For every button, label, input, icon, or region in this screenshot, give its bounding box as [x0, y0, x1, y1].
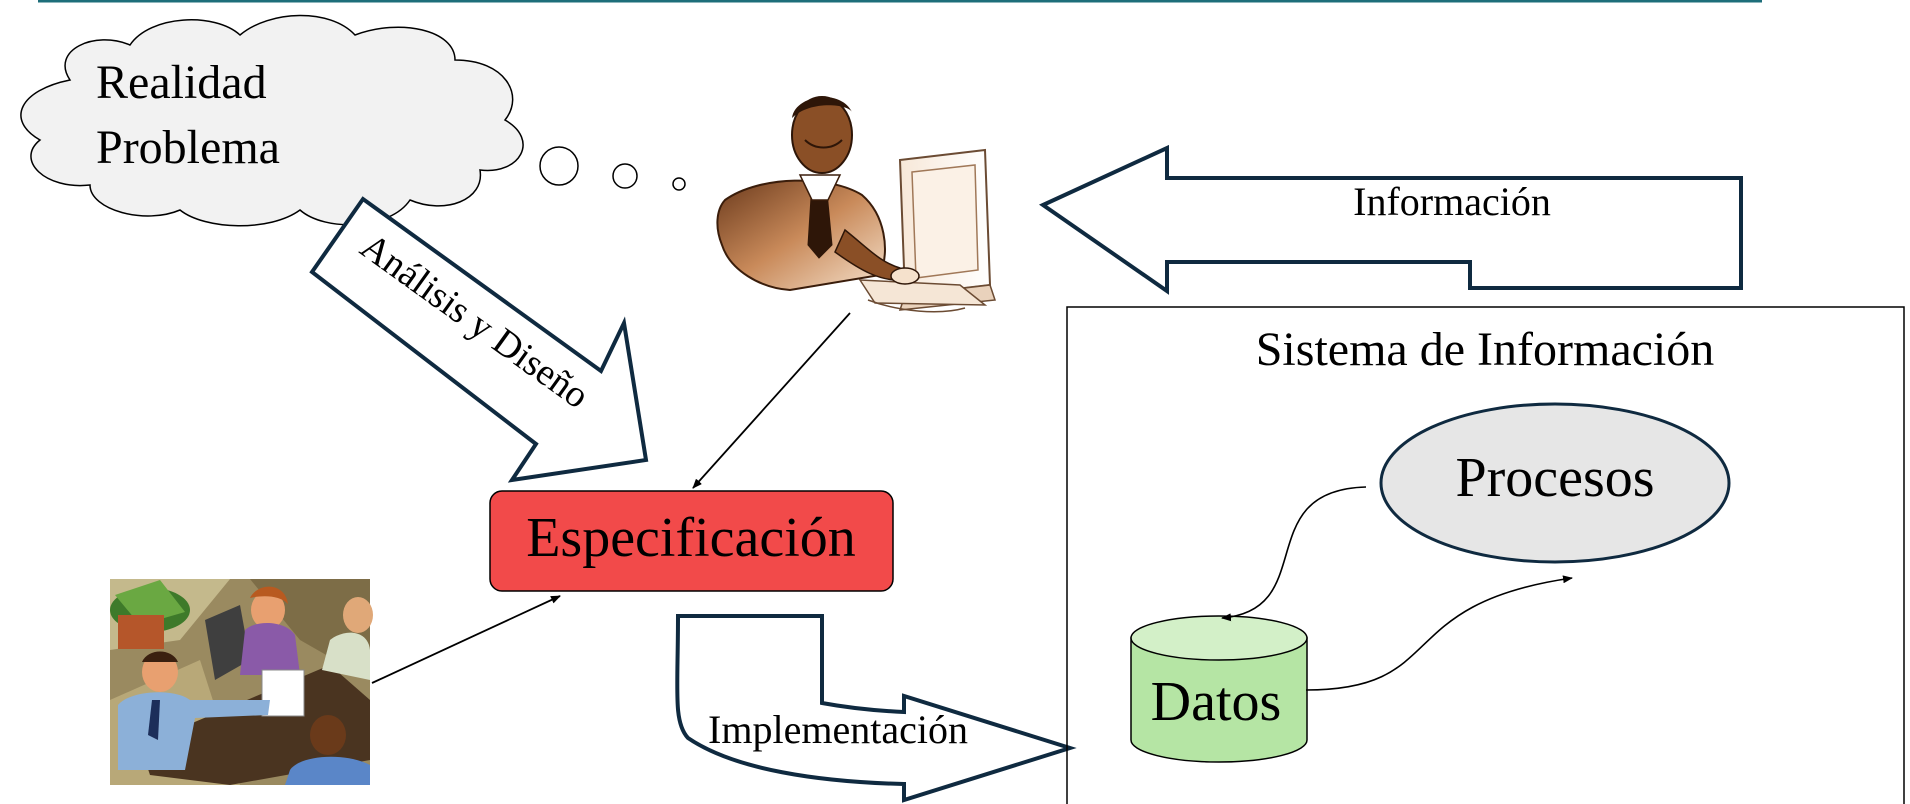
- meeting-to-spec-connector: [371, 595, 561, 684]
- implementacion-arrow: Implementación: [675, 614, 1077, 803]
- cloud-line-2: Problema: [96, 121, 280, 174]
- datos-label: Datos: [1151, 671, 1282, 733]
- cloud-line-1: Realidad: [96, 56, 267, 109]
- thought-bubble-large: [539, 146, 579, 186]
- informacion-arrow: Información: [1038, 144, 1743, 295]
- datos-node: Datos: [1130, 615, 1308, 763]
- informacion-arrow-label: Información: [1353, 179, 1551, 224]
- thought-cloud: Realidad Problema: [20, 14, 524, 227]
- procesos-to-datos-connector: [1221, 486, 1367, 622]
- especificacion-label: Especificación: [526, 507, 856, 569]
- implementacion-arrow-label: Implementación: [708, 707, 968, 752]
- datos-to-procesos-connector: [1305, 575, 1573, 691]
- procesos-node: Procesos: [1379, 402, 1731, 564]
- thought-bubble-medium: [612, 163, 638, 189]
- sistema-informacion-title: Sistema de Información: [1256, 323, 1715, 376]
- analisis-diseno-arrow: Análisis y Diseño: [309, 196, 649, 483]
- thought-bubble-small: [672, 177, 686, 191]
- person-to-spec-connector: [692, 312, 851, 489]
- especificacion-box: Especificación: [489, 490, 894, 592]
- business-meeting-icon: [110, 579, 373, 785]
- procesos-label: Procesos: [1455, 447, 1654, 509]
- person-at-computer-icon: [716, 96, 997, 313]
- sistema-informacion-frame: Sistema de Información: [1066, 306, 1905, 804]
